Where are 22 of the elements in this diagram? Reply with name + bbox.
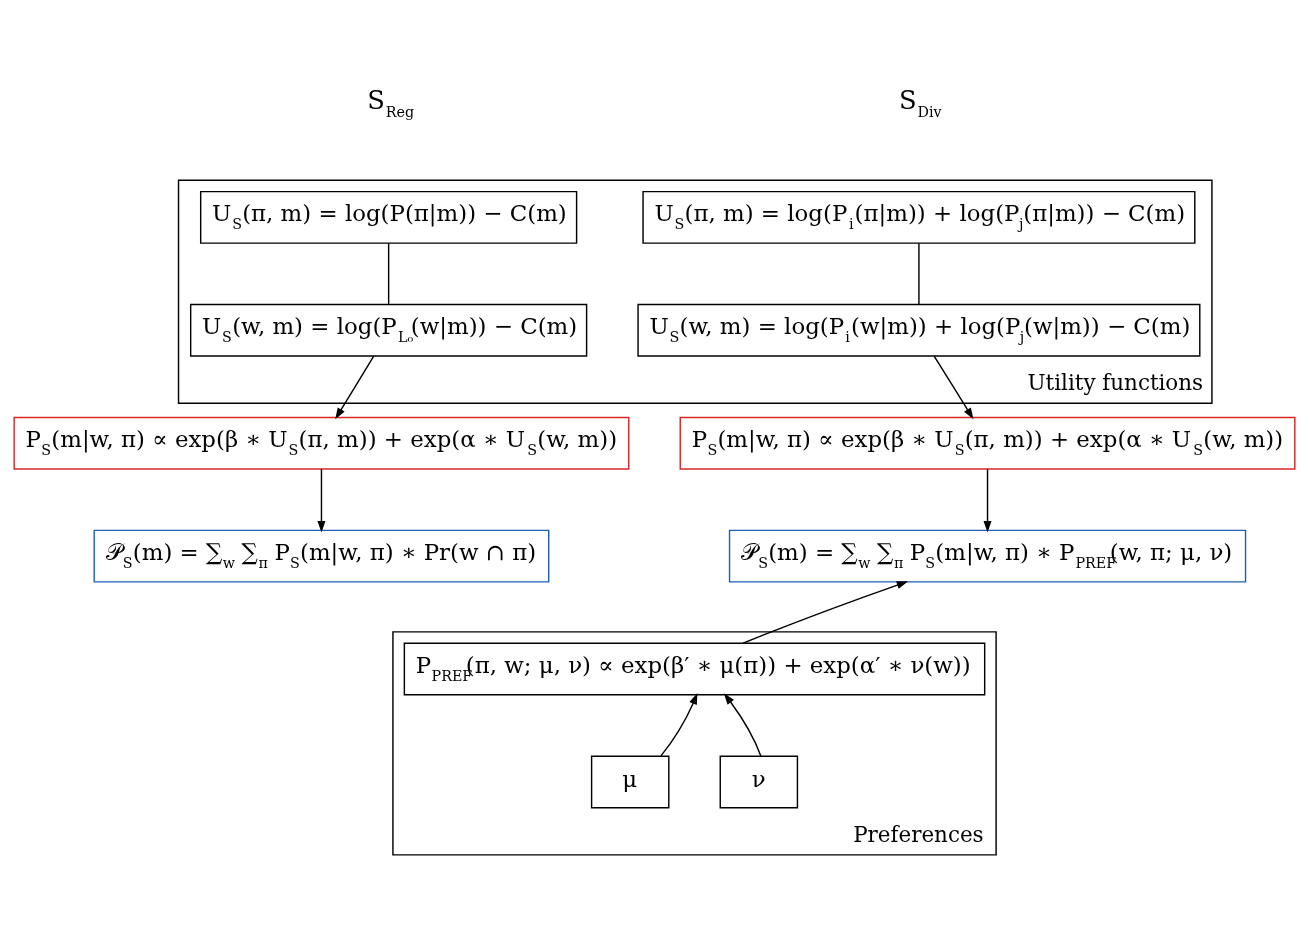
arrow [723,692,762,757]
node-box: U$_{S}$(w, m) = log(P$_{L₀}$(w|m)) − C(m) [189,303,588,357]
node-box: 𝒫$_{S}$(m) = ∑$_{w}$ ∑$_{π}$ P$_{S}$(m|w, π) ∗ Pr(w ∩ π) [93,529,550,583]
arrow [317,467,326,532]
node-box: 𝒫$_{S}$(m) = ∑$_{w}$ ∑$_{π}$ P$_{S}$(m|w, π) ∗ P$_{PREF}$(w, π; μ, ν) [728,529,1247,583]
node-box: P$_{S}$(m|w, π) ∝ exp(β ∗ U$_{S}$(π, m)) + exp(α ∗ U$_{S}$(w, m)) [679,416,1296,470]
node-box: μ [590,755,670,808]
node-box: U$_{S}$(w, m) = log(P$_{i}$(w|m)) + log(P$_{j}$(w|m)) − C(m) [637,303,1201,357]
node-box: ν [719,755,799,808]
node-box: U$_{S}$(π, m) = log(P(π|m)) − C(m) [199,190,578,244]
arrow [335,354,375,419]
node-box: U$_{S}$(π, m) = log(P$_{i}$(π|m)) + log(P$_{j}$(π|m)) − C(m) [642,190,1196,244]
arrow [742,580,909,644]
node-box: P$_{PREF}$(π, w; μ, ν) ∝ exp(β′ ∗ μ(π)) + exp(α′ ∗ ν(w)) [403,642,986,695]
arrow [933,354,974,419]
arrow [983,467,992,532]
node-box: P$_{S}$(m|w, π) ∝ exp(β ∗ U$_{S}$(π, m)) + exp(α ∗ U$_{S}$(w, m)) [13,416,630,470]
connector [387,242,390,305]
connector [918,242,920,305]
label: S$_{Div}$ [898,84,942,120]
arrow [660,692,698,757]
label: S$_{Reg}$ [367,84,415,120]
